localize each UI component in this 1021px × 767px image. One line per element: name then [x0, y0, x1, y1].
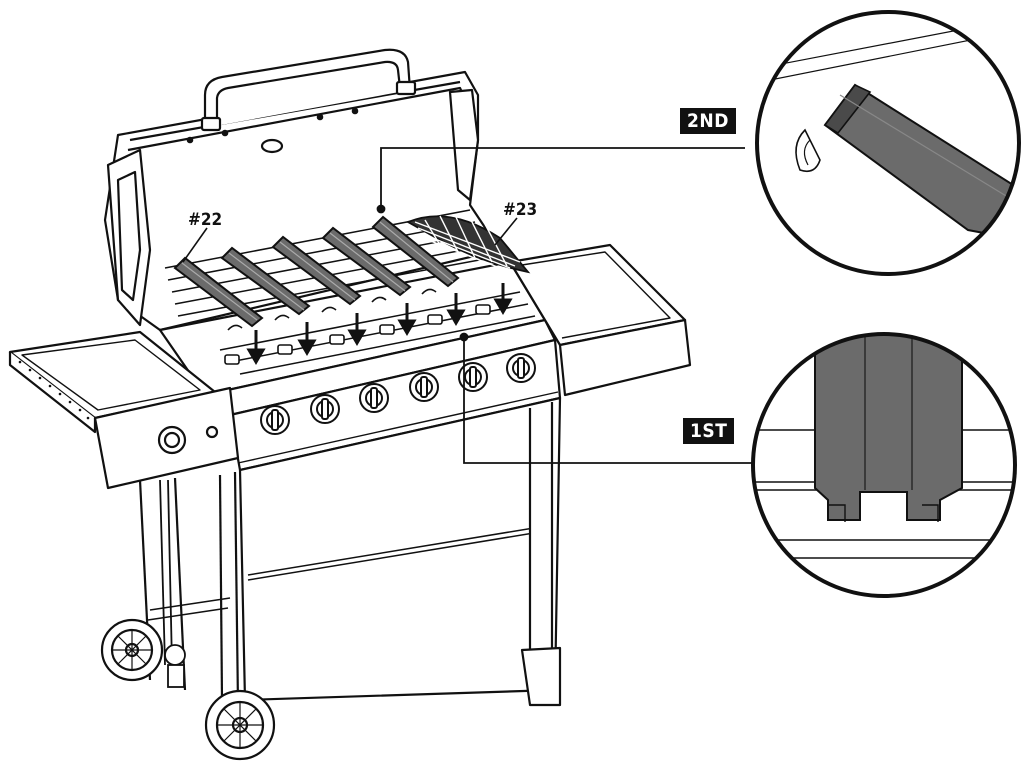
leader-line-1st	[459, 332, 765, 464]
knob-4	[409, 372, 439, 402]
detail-circle-1st	[751, 332, 1017, 598]
burner-slots	[224, 288, 491, 365]
part-label-23: #23	[503, 200, 538, 220]
part-label-22: #22	[188, 210, 223, 230]
step-1st-tag: 1ST	[683, 418, 735, 444]
installation-arrows	[246, 283, 513, 365]
lid-handle	[200, 48, 417, 132]
leader-line-22	[182, 227, 208, 263]
propane-hook-tool	[159, 479, 186, 688]
detail-circle-2nd	[755, 10, 1021, 276]
arrow-1	[246, 330, 266, 365]
arrow-4	[397, 303, 417, 336]
control-knobs	[260, 353, 536, 435]
leader-line-2nd	[376, 147, 745, 214]
warming-grate-part-23	[405, 214, 531, 274]
arrow-3	[347, 313, 367, 346]
arrow-5	[446, 293, 466, 326]
step-2nd-tag: 2ND	[680, 108, 736, 134]
knob-1	[260, 405, 290, 435]
heat-tent-highlight-ridges	[181, 221, 454, 321]
knob-3	[359, 383, 389, 413]
leader-line-23	[494, 217, 518, 246]
arrow-6	[493, 283, 513, 315]
grill-lid	[103, 70, 502, 332]
wheel-back	[100, 618, 164, 682]
knob-2	[310, 394, 340, 424]
knob-5	[458, 362, 488, 392]
knob-6	[506, 353, 536, 383]
cart-wheels	[100, 618, 276, 761]
right-side-shelf	[508, 243, 692, 397]
arrow-2	[297, 322, 317, 356]
cart-frame	[138, 396, 562, 707]
wheel-front	[204, 689, 276, 761]
left-side-shelf	[8, 330, 240, 490]
